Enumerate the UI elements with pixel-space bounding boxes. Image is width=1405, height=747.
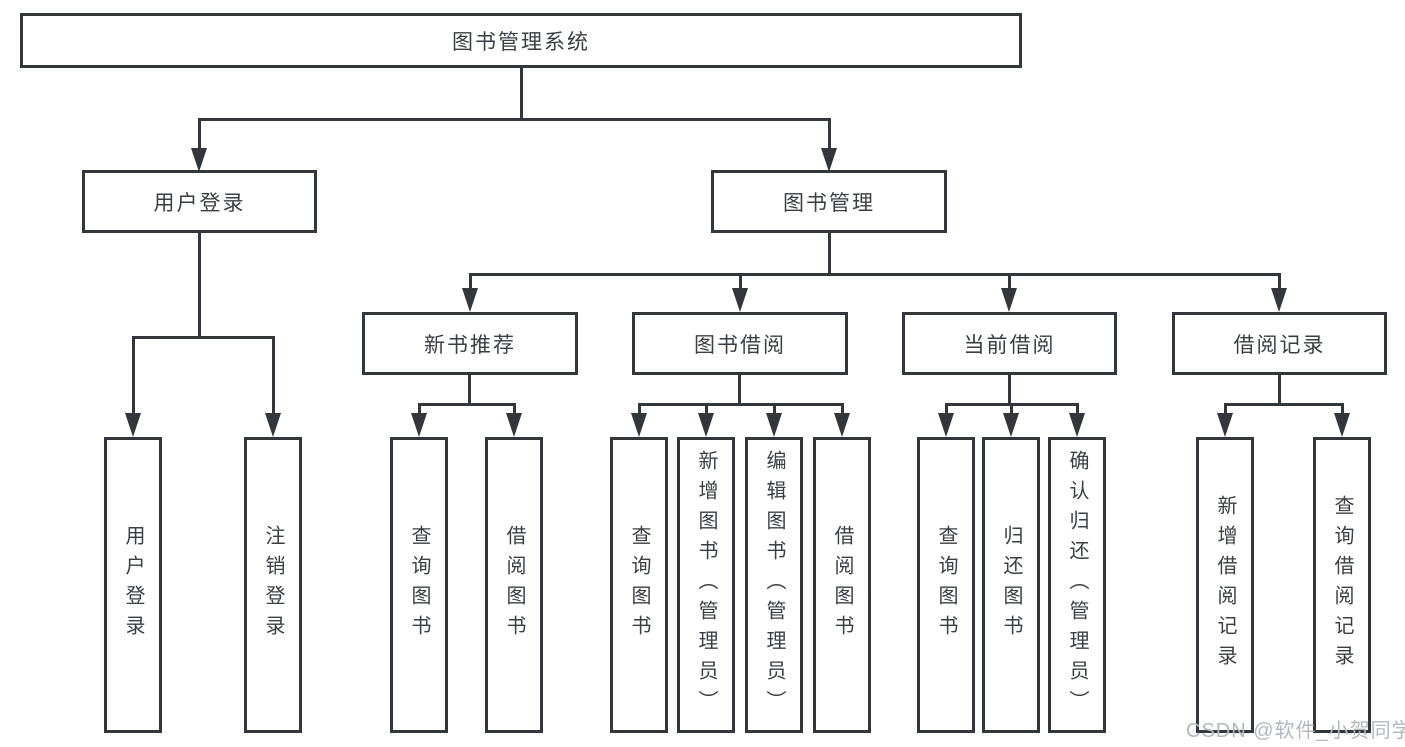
- arrow-down-icon: [698, 413, 714, 437]
- connector-drop-user-login: [198, 118, 201, 150]
- node-book-management-label: 图书管理: [783, 191, 875, 215]
- arrow-down-icon: [631, 413, 647, 437]
- arrow-down-icon: [411, 413, 427, 437]
- connector-user-login-bar: [132, 336, 275, 339]
- arrow-down-icon: [938, 413, 954, 437]
- arrow-down-icon: [191, 148, 207, 172]
- node-new-book-recommend: 新书推荐: [362, 312, 578, 375]
- connector-nbr-stem: [468, 373, 471, 406]
- node-root-label: 图书管理系统: [452, 30, 590, 54]
- node-current-borrow: 当前借阅: [902, 312, 1117, 375]
- watermark-text: CSDN @软件_小贺同学: [1186, 720, 1405, 742]
- node-user-login: 用户登录: [82, 170, 317, 233]
- node-borrow-records-label: 借阅记录: [1233, 333, 1326, 357]
- arrow-down-icon: [265, 413, 281, 437]
- node-book-borrow: 图书借阅: [632, 312, 848, 375]
- node-root: 图书管理系统: [20, 13, 1022, 68]
- connector-rec-bar: [1224, 403, 1344, 406]
- leaf-cb-confirm-return-admin: 确认归还（管理员）: [1048, 437, 1106, 733]
- leaf-logout-label: 注销登录: [262, 525, 284, 645]
- leaf-bb-borrow-book-label: 借阅图书: [831, 525, 853, 645]
- connector-drop-bb-edit: [773, 403, 776, 419]
- connector-drop-cb-query: [945, 403, 948, 419]
- connector-drop-nbr-query: [418, 403, 421, 419]
- leaf-rec-query-record-label: 查询借阅记录: [1331, 495, 1353, 675]
- connector-bb-bar: [638, 403, 844, 406]
- leaf-bb-query-book-label: 查询图书: [628, 525, 650, 645]
- leaf-cb-query-book: 查询图书: [917, 437, 975, 733]
- leaf-user-login-label: 用户登录: [122, 525, 144, 645]
- connector-nbr-bar: [418, 403, 516, 406]
- leaf-cb-return-book-label: 归还图书: [1000, 525, 1022, 645]
- connector-user-login-stem: [198, 231, 201, 338]
- connector-drop-nbr-borrow: [513, 403, 516, 419]
- arrow-down-icon: [821, 148, 837, 172]
- connector-drop-current-borrow: [1008, 273, 1011, 291]
- leaf-rec-add-record: 新增借阅记录: [1196, 437, 1254, 733]
- node-new-book-recommend-label: 新书推荐: [424, 333, 516, 357]
- connector-rec-stem: [1278, 373, 1281, 406]
- connector-drop-bb-add: [705, 403, 708, 419]
- leaf-bb-add-book-admin: 新增图书（管理员）: [677, 437, 735, 733]
- connector-drop-cb-confirm: [1076, 403, 1079, 419]
- node-book-borrow-label: 图书借阅: [694, 333, 786, 357]
- arrow-down-icon: [1069, 413, 1085, 437]
- leaf-nbr-borrow-book-label: 借阅图书: [503, 525, 525, 645]
- leaf-rec-query-record: 查询借阅记录: [1313, 437, 1371, 733]
- leaf-nbr-borrow-book: 借阅图书: [485, 437, 543, 733]
- leaf-rec-add-record-label: 新增借阅记录: [1214, 495, 1236, 675]
- arrow-down-icon: [1334, 413, 1350, 437]
- node-book-management: 图书管理: [711, 170, 947, 233]
- connector-drop-borrow-records: [1278, 273, 1281, 291]
- connector-level2-bar: [198, 118, 830, 121]
- leaf-user-login: 用户登录: [104, 437, 162, 733]
- connector-drop-bb-borrow: [841, 403, 844, 419]
- arrow-down-icon: [766, 413, 782, 437]
- connector-bb-stem: [738, 373, 741, 406]
- arrow-down-icon: [1001, 288, 1017, 312]
- connector-drop-leaf-logout: [272, 336, 275, 418]
- leaf-nbr-query-book: 查询图书: [390, 437, 448, 733]
- connector-drop-cb-return: [1010, 403, 1013, 419]
- arrow-down-icon: [834, 413, 850, 437]
- connector-drop-new-book-recommend: [469, 273, 472, 291]
- leaf-bb-borrow-book: 借阅图书: [813, 437, 871, 733]
- connector-drop-rec-query: [1341, 403, 1344, 419]
- connector-drop-book-borrow: [739, 273, 742, 291]
- leaf-bb-edit-book-admin: 编辑图书（管理员）: [745, 437, 803, 733]
- leaf-cb-return-book: 归还图书: [982, 437, 1040, 733]
- leaf-nbr-query-book-label: 查询图书: [408, 525, 430, 645]
- connector-cb-stem: [1008, 373, 1011, 406]
- leaf-cb-confirm-return-admin-label: 确认归还（管理员）: [1066, 450, 1088, 720]
- connector-level3-bar: [469, 273, 1281, 276]
- connector-drop-book-management: [828, 118, 831, 150]
- leaf-bb-edit-book-admin-label: 编辑图书（管理员）: [763, 450, 785, 720]
- node-user-login-label: 用户登录: [153, 191, 246, 215]
- arrow-down-icon: [1271, 288, 1287, 312]
- node-current-borrow-label: 当前借阅: [963, 333, 1056, 357]
- arrow-down-icon: [462, 288, 478, 312]
- connector-drop-leaf-user-login: [132, 336, 135, 418]
- node-borrow-records: 借阅记录: [1172, 312, 1387, 375]
- leaf-bb-query-book: 查询图书: [610, 437, 668, 733]
- connector-drop-bb-query: [638, 403, 641, 419]
- connector-book-management-stem: [828, 231, 831, 275]
- arrow-down-icon: [1003, 413, 1019, 437]
- arrow-down-icon: [125, 413, 141, 437]
- leaf-logout: 注销登录: [244, 437, 302, 733]
- arrow-down-icon: [1217, 413, 1233, 437]
- leaf-cb-query-book-label: 查询图书: [935, 525, 957, 645]
- arrow-down-icon: [732, 288, 748, 312]
- leaf-bb-add-book-admin-label: 新增图书（管理员）: [695, 450, 717, 720]
- connector-root-stem: [520, 66, 523, 120]
- connector-drop-rec-add: [1224, 403, 1227, 419]
- arrow-down-icon: [506, 413, 522, 437]
